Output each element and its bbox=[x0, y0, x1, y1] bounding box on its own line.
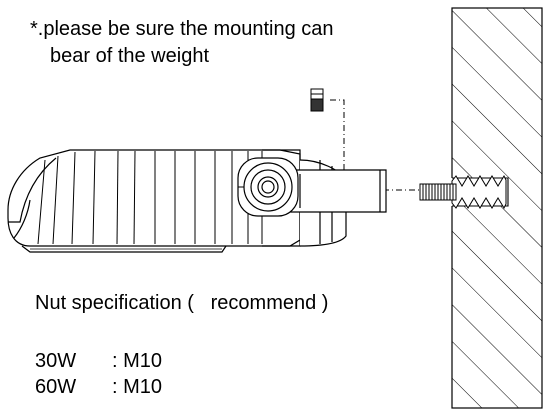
pivot-knuckle bbox=[237, 157, 299, 217]
spec-row-30w-wattage: 30W bbox=[35, 350, 77, 372]
nut-spec-title: Nut specification ( recommend ) bbox=[35, 292, 329, 314]
note-line-2: bear of the weight bbox=[50, 45, 209, 67]
note-line-1: *.please be sure the mounting can bbox=[30, 18, 334, 40]
spec-row-30w-thread: : M10 bbox=[112, 350, 163, 372]
wall bbox=[448, 7, 543, 409]
mounting-arm bbox=[289, 169, 387, 213]
expansion-bolt bbox=[419, 174, 507, 210]
spec-row-60w-thread: : M10 bbox=[112, 376, 163, 398]
set-screw-icon bbox=[310, 88, 324, 112]
spec-row-60w-wattage: 60W bbox=[35, 376, 77, 398]
